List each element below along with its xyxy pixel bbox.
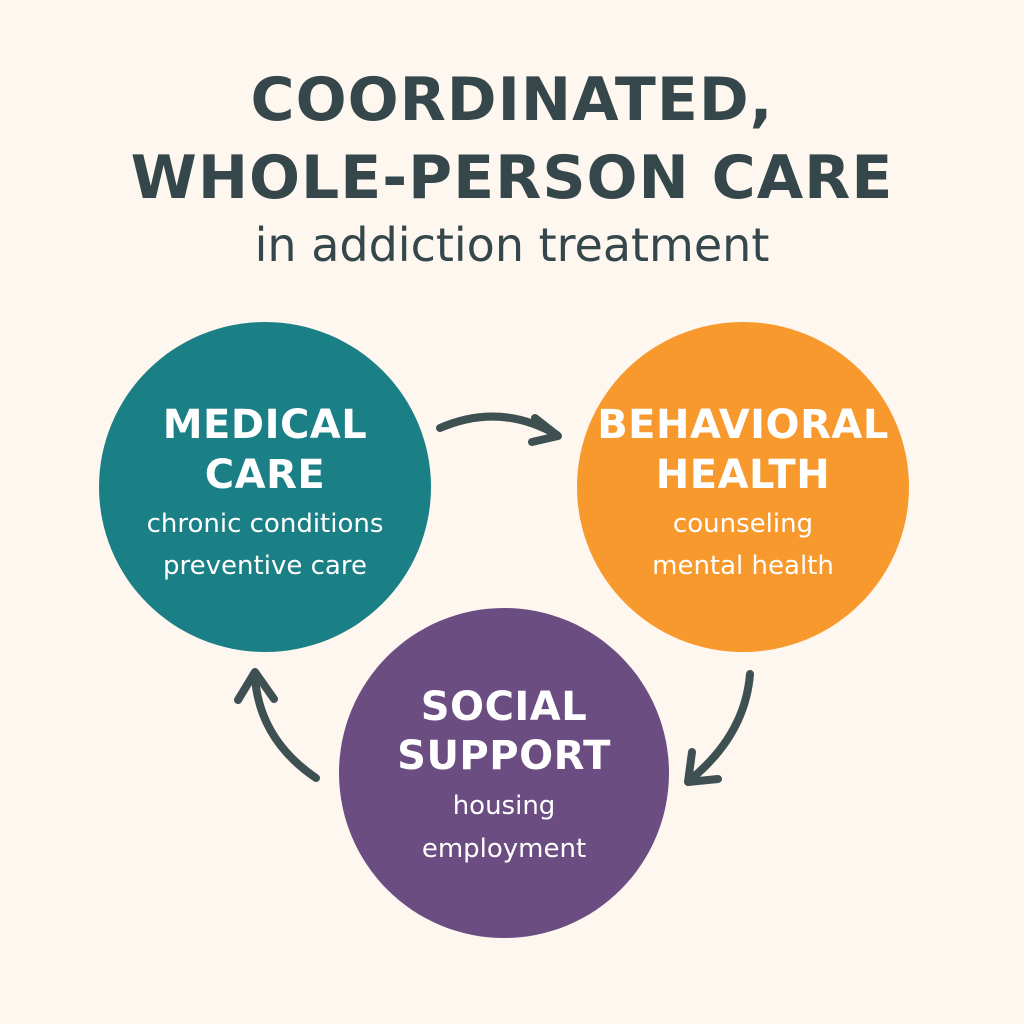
diagram-title-line-2: WHOLE-PERSON CARE [130, 143, 894, 213]
diagram-title-line-1: COORDINATED, [250, 65, 774, 135]
node-social-support-heading-line-2: SUPPORT [397, 733, 611, 779]
node-medical-care: MEDICAL CARE chronic conditions preventi… [99, 322, 431, 652]
arrow-behavioral-to-social [684, 670, 754, 786]
node-behavioral-health-item: mental health [652, 551, 834, 581]
node-social-support-item: housing [452, 791, 556, 821]
node-behavioral-health: BEHAVIORAL HEALTH counseling mental heal… [577, 322, 909, 652]
node-behavioral-health-heading-line-1: BEHAVIORAL [597, 402, 889, 448]
node-behavioral-health-heading-line-2: HEALTH [655, 452, 831, 498]
node-social-support-item: employment [421, 834, 587, 864]
node-social-support-heading-line-1: SOCIAL [420, 684, 588, 730]
arrow-social-to-medical [234, 668, 320, 782]
node-social-support: SOCIAL SUPPORT housing employment [339, 608, 669, 938]
node-behavioral-health-item: counseling [672, 509, 814, 539]
node-medical-care-item: preventive care [163, 551, 367, 581]
arrow-medical-to-behavioral [436, 412, 562, 446]
diagram-subtitle: in addiction treatment [254, 218, 770, 272]
node-medical-care-item: chronic conditions [146, 509, 384, 539]
node-medical-care-heading-line-2: CARE [204, 452, 326, 498]
node-medical-care-heading-line-1: MEDICAL [162, 402, 368, 448]
